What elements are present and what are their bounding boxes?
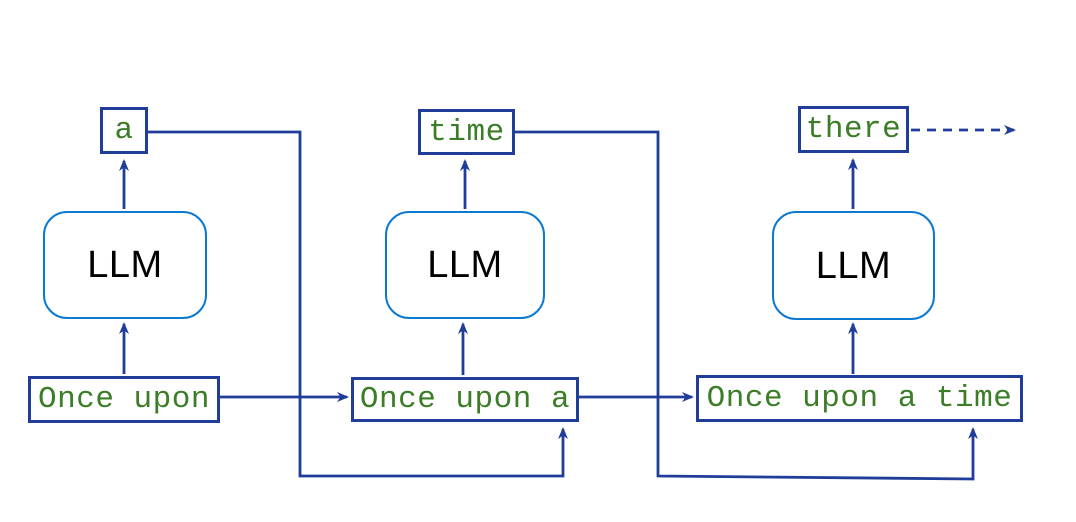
output-token-text-3: there xyxy=(805,112,902,147)
output-token-text-1: a xyxy=(114,113,134,148)
llm-label-1: LLM xyxy=(87,244,163,286)
output-token-box-1: a xyxy=(100,107,148,154)
arrow-output2-to-input3-loop xyxy=(515,130,978,481)
arrow-output1-to-input2-loop xyxy=(148,130,568,478)
llm-label-2: LLM xyxy=(427,244,503,286)
output-token-text-2: time xyxy=(428,114,505,150)
llm-box-3: LLM xyxy=(772,211,935,320)
output-token-box-2: time xyxy=(418,109,515,155)
output-token-box-3: there xyxy=(798,106,909,153)
llm-label-3: LLM xyxy=(815,244,892,287)
input-text-box-2: Once upon a xyxy=(351,377,579,422)
input-text-box-1: Once upon xyxy=(28,376,220,423)
llm-box-1: LLM xyxy=(43,211,207,319)
input-text-3: Once upon a time xyxy=(706,381,1013,416)
input-text-2: Once upon a xyxy=(359,382,571,417)
input-text-1: Once upon xyxy=(38,382,210,417)
llm-box-2: LLM xyxy=(385,211,545,319)
input-text-box-3: Once upon a time xyxy=(696,375,1023,422)
